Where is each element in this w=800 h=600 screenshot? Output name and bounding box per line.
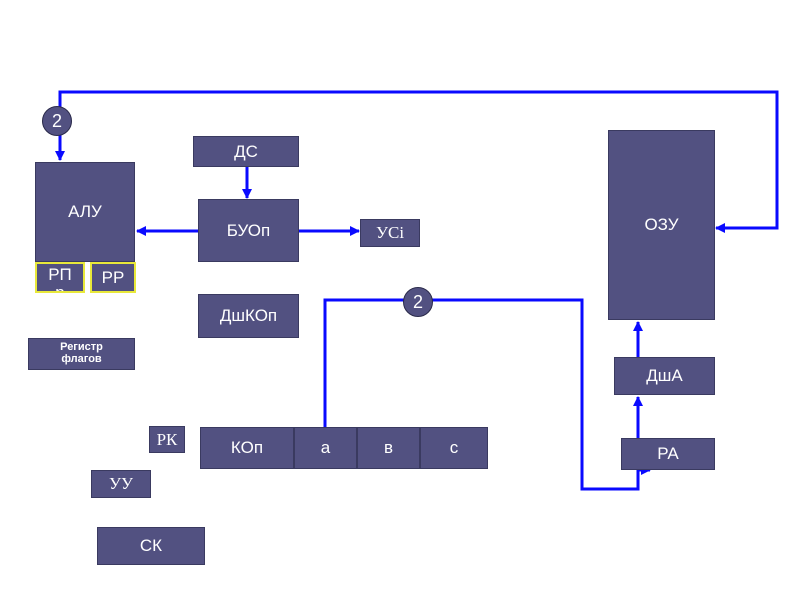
ra-block: РА [621, 438, 715, 470]
connector-2-top: 2 [42, 106, 72, 136]
ds-block: ДС [193, 136, 299, 167]
rp-register: РП р [35, 262, 85, 293]
rr-register: РР [90, 262, 136, 293]
alu-block: АЛУ [35, 162, 135, 262]
flags-register: Регистр флагов [28, 338, 135, 370]
connector-2-middle: 2 [403, 287, 433, 317]
uu-block: УУ [91, 470, 151, 498]
ozu-block: ОЗУ [608, 130, 715, 320]
line-a-to-ra [323, 298, 640, 491]
rk-field-a: а [294, 427, 357, 469]
rk-field-kop: КОп [200, 427, 294, 469]
rk-field-c: с [420, 427, 488, 469]
rk-label: РК [149, 426, 185, 453]
buop-block: БУОп [198, 199, 299, 262]
dshkop-block: ДшКОп [198, 294, 299, 338]
dsha-block: ДшА [614, 357, 715, 395]
sk-block: СК [97, 527, 205, 565]
usi-block: УСi [360, 219, 420, 247]
rk-field-v: в [357, 427, 420, 469]
